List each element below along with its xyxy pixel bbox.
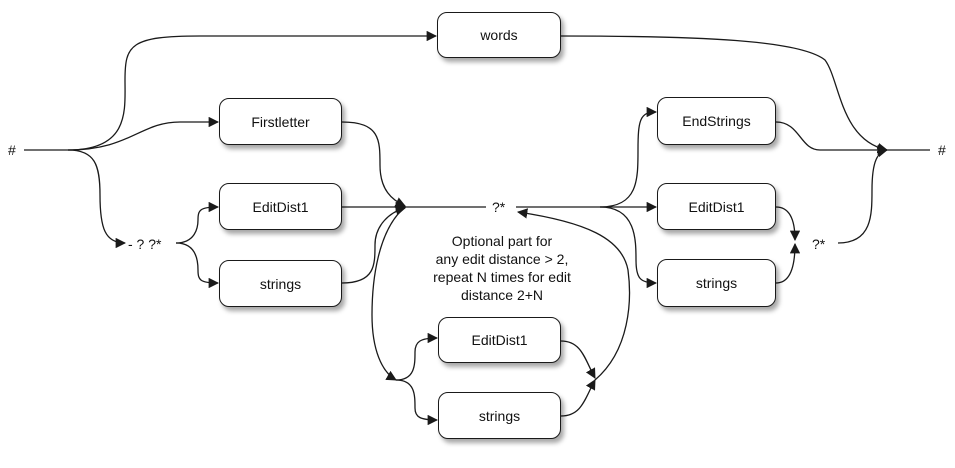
node-strings-bottom[interactable]: strings <box>438 392 561 439</box>
edge-strings-choice <box>775 242 801 284</box>
edge-split-strings <box>599 206 658 289</box>
start-marker: # <box>8 142 16 158</box>
node-editdist1-bottom[interactable]: EditDist1 <box>438 317 561 363</box>
node-editdist1-left[interactable]: EditDist1 <box>219 183 342 230</box>
node-words[interactable]: words <box>437 12 561 58</box>
edge-choice-end <box>837 146 889 244</box>
edge-start-firstletter <box>67 116 220 151</box>
edge-loop-strings <box>395 379 439 426</box>
edge-words-end <box>560 35 889 154</box>
node-strings-left[interactable]: strings <box>219 260 342 307</box>
node-editdist1-right[interactable]: EditDist1 <box>657 183 776 230</box>
edge-choice-editdist1 <box>175 201 220 244</box>
edge-loop-editdist1 <box>395 332 439 381</box>
edge-choice-strings <box>175 242 220 289</box>
node-endstrings[interactable]: EndStrings <box>657 97 776 145</box>
optional-part-annotation: Optional part for any edit distance > 2,… <box>433 233 571 303</box>
edge-loop-editdist1-merge <box>560 340 596 379</box>
right-choice-label: ?* <box>812 236 826 252</box>
end-marker: # <box>938 142 946 158</box>
edge-editdist1-choice <box>775 206 801 242</box>
edge-split-endstrings <box>599 106 658 208</box>
node-strings-right[interactable]: strings <box>657 259 776 307</box>
edge-loop-down <box>371 206 406 381</box>
edge-endstrings-end <box>775 121 889 156</box>
node-firstletter[interactable]: Firstletter <box>219 98 342 145</box>
left-choice-label: - ? ?* <box>128 236 162 252</box>
center-label: ?* <box>492 199 506 215</box>
edge-firstletter-junction <box>341 121 406 207</box>
edge-loop-strings-merge <box>560 379 596 417</box>
edge-start-choice <box>67 149 127 249</box>
edge-strings-junction <box>341 205 407 284</box>
edge-loop-back <box>516 208 631 381</box>
edge-start-words <box>67 30 438 151</box>
